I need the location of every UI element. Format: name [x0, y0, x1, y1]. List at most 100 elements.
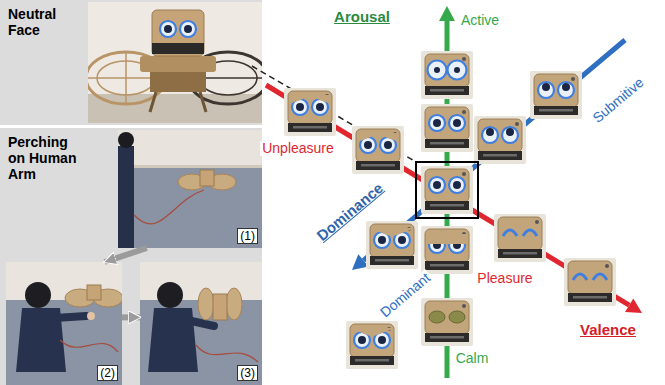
zoom-leader	[252, 66, 416, 162]
face-mouth-band	[568, 293, 612, 302]
face-body	[568, 261, 612, 294]
face-mouth-band	[534, 106, 578, 115]
robot-face	[421, 51, 473, 99]
face-mouth-band	[478, 151, 522, 160]
photo	[88, 2, 262, 123]
label-holder: Calm	[454, 349, 491, 367]
face-eye	[558, 82, 574, 98]
face-eye	[429, 177, 445, 193]
drone-cage	[226, 288, 242, 320]
face-mouth-line	[430, 142, 464, 145]
axis-title: Valence	[578, 322, 638, 339]
person-head	[118, 132, 134, 148]
axis-title: Arousal	[332, 9, 392, 26]
person-arm	[55, 316, 86, 318]
photo	[140, 262, 262, 385]
face-mouth-band	[425, 201, 469, 210]
face-camera	[535, 220, 539, 224]
photo-number: (2)	[97, 365, 118, 381]
photo-number: (3)	[237, 365, 258, 381]
face-mouth-line	[430, 336, 464, 339]
face-mouth-band	[425, 333, 469, 342]
face-mouth-line	[375, 259, 409, 262]
face-eye	[482, 127, 498, 143]
face-pupil	[433, 119, 441, 127]
face-mouth-band	[350, 356, 394, 365]
step-arrow	[122, 314, 140, 320]
face-camera	[462, 172, 466, 176]
face-body	[288, 91, 332, 124]
face-pupil	[562, 83, 570, 91]
drone-body	[200, 170, 214, 186]
face-mouth-band	[356, 161, 400, 170]
face-pupil	[453, 181, 461, 189]
face-mouth-line	[293, 126, 327, 129]
face-eyelid	[426, 234, 448, 244]
robot-face	[366, 221, 418, 269]
face-photo-ground	[421, 104, 473, 152]
panel-ground	[0, 128, 262, 385]
face-photo-ground	[474, 116, 526, 164]
person-hand	[87, 312, 95, 320]
step-arrow	[105, 248, 147, 262]
face-body	[370, 224, 414, 257]
drone-body	[87, 285, 101, 300]
robot-face	[421, 298, 473, 346]
face-mouth-line	[430, 264, 464, 267]
face-photo-ground	[494, 214, 546, 262]
robot-face	[421, 166, 473, 214]
face-eye	[523, 230, 537, 236]
face-mouth-line	[430, 89, 464, 92]
robot-face	[494, 214, 546, 262]
face-pupil	[316, 103, 324, 111]
face-photo-ground	[421, 226, 473, 274]
face-mouth-line	[573, 296, 607, 299]
photo	[118, 130, 262, 248]
label-holder: Pleasure	[475, 269, 534, 287]
panel-heading: Perching on Human Arm	[8, 134, 83, 182]
face-mouth-line	[355, 359, 389, 362]
drone-leg	[200, 92, 206, 112]
face-photo-ground	[564, 258, 616, 306]
face-eyelid	[371, 328, 393, 337]
robot-face	[564, 258, 616, 306]
label-holder: Active	[459, 11, 501, 29]
face-eye	[502, 127, 518, 143]
face-eye	[573, 274, 587, 280]
label-holder: Submitive	[587, 72, 649, 128]
face-mouth-line	[483, 154, 517, 157]
drone-base	[150, 72, 206, 92]
face-pupil	[358, 336, 366, 344]
face-pupil	[364, 141, 372, 149]
photo-floor	[118, 168, 262, 248]
face-eye	[593, 274, 607, 280]
face-body	[425, 54, 469, 87]
face-mouth-band	[425, 86, 469, 95]
robot-face	[474, 116, 526, 164]
axis-end-label: Submitive	[588, 74, 648, 128]
face-body	[425, 107, 469, 140]
drone-base	[140, 56, 216, 72]
panel-ground	[0, 0, 262, 125]
face-body	[498, 217, 542, 250]
face-pupil	[378, 336, 386, 344]
face-camera	[571, 77, 575, 81]
face-mouth-band	[288, 123, 332, 132]
person	[118, 146, 134, 248]
face-pupil	[454, 67, 460, 73]
face-pupil	[296, 103, 304, 111]
drone-cage	[198, 288, 214, 320]
robot-face	[421, 226, 473, 274]
face-mouth-line	[361, 164, 395, 167]
face-photo-ground	[346, 321, 398, 369]
face-eye	[449, 177, 465, 193]
face-mouth-line	[539, 109, 573, 112]
drone-leg	[150, 92, 156, 112]
face-camera	[462, 304, 466, 308]
face-mouth-band	[152, 43, 204, 54]
tether-wire	[60, 340, 118, 352]
face-eye	[503, 230, 517, 236]
face-eye	[429, 115, 445, 131]
